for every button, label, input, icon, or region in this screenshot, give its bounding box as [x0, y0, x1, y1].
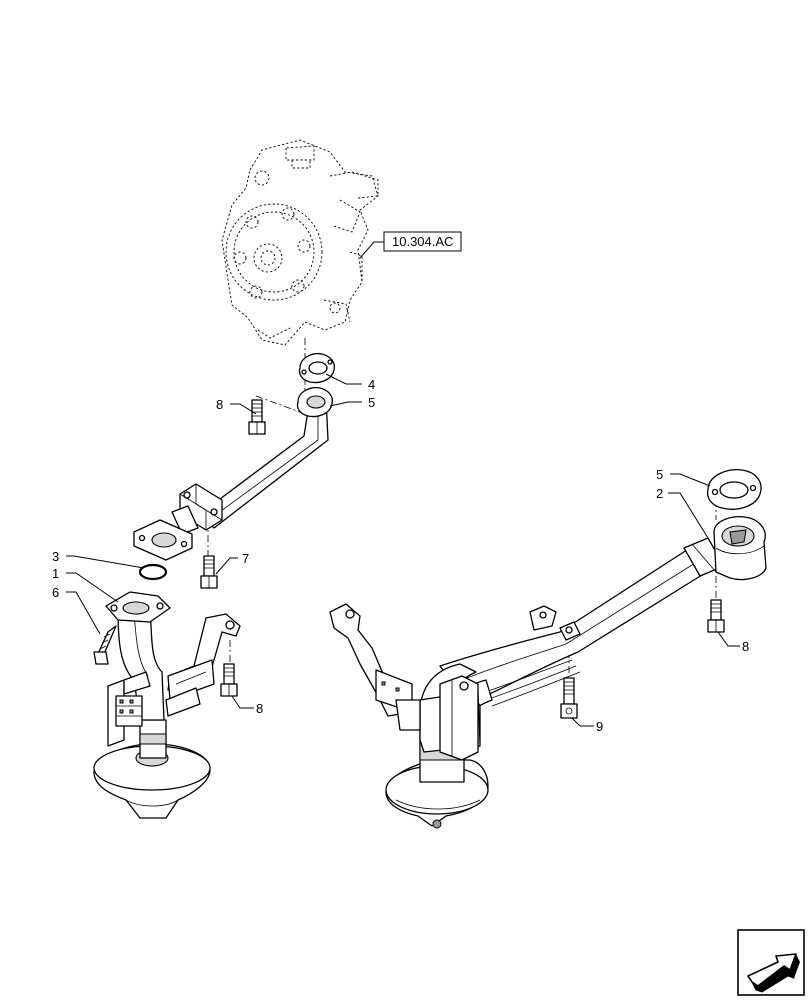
suction-tube-right [439, 516, 767, 707]
callout-2: 2 [656, 486, 663, 501]
gasket-upper [298, 352, 336, 384]
bolt-6 [93, 625, 117, 665]
oil-pump-phantom [221, 139, 379, 346]
reference-box[interactable]: 10.304.AC [383, 231, 462, 252]
strainer-assembly-left [93, 591, 241, 819]
callout-8-mid: 8 [256, 701, 263, 716]
callout-8-right: 8 [742, 639, 749, 654]
bolt-8-right [707, 599, 725, 633]
callout-5-upper: 4 [368, 377, 375, 392]
bolt-8-upper [248, 399, 266, 435]
next-page-arrow-icon[interactable] [737, 929, 805, 996]
reference-leader [359, 241, 384, 259]
strainer-assembly-right [329, 603, 493, 829]
callout-8-upper: 8 [216, 397, 223, 412]
callout-9: 9 [596, 719, 603, 734]
callout-5-right: 5 [656, 467, 663, 482]
callout-leaders [66, 373, 740, 727]
bolt-7 [200, 555, 218, 589]
o-ring [138, 563, 168, 581]
bolt-9 [560, 677, 578, 719]
gasket-right [706, 469, 762, 510]
callout-7: 7 [242, 551, 249, 566]
suction-tube-left [133, 386, 334, 561]
bolt-8-mid [220, 663, 238, 697]
callout-3: 3 [52, 549, 59, 564]
callout-4: 5 [368, 395, 375, 410]
callout-6: 6 [52, 585, 59, 600]
callout-1: 1 [52, 566, 59, 581]
callout-numbers: 4 5 8 7 3 1 6 8 5 2 8 9 [52, 377, 749, 734]
reference-label: 10.304.AC [392, 234, 453, 249]
